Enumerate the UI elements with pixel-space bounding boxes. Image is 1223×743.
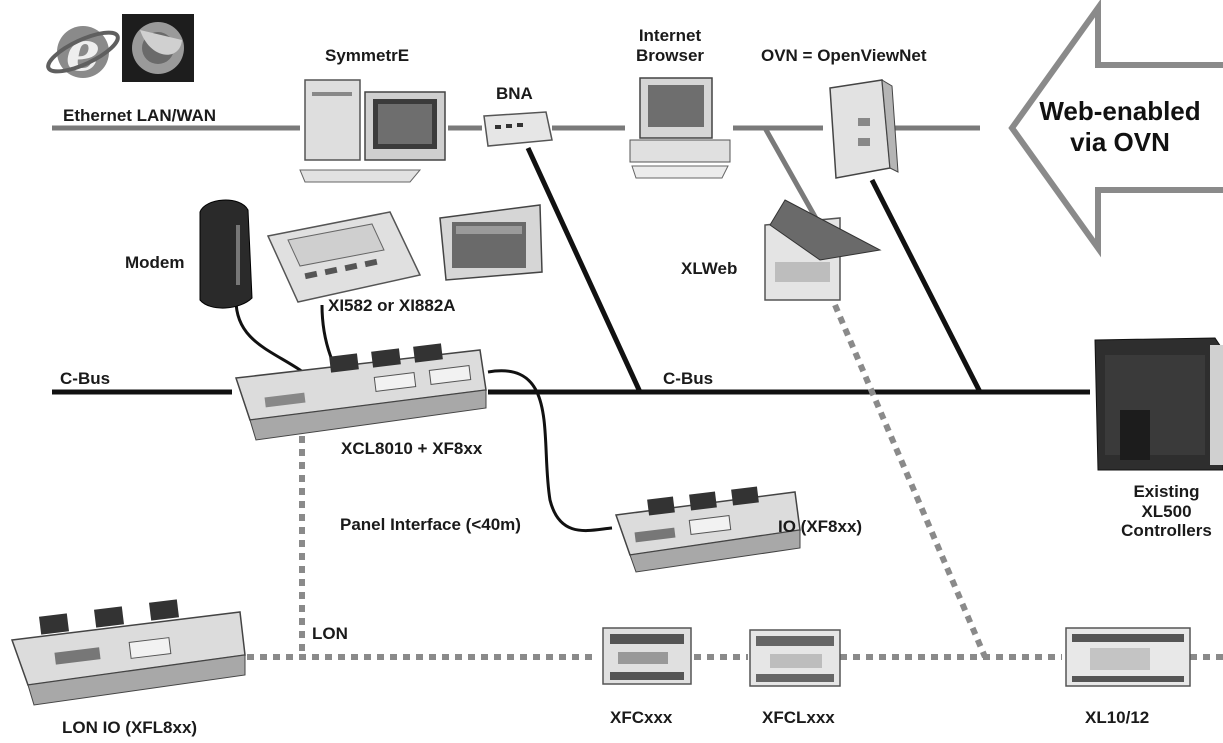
lon-io-module-icon	[10, 599, 246, 706]
existing-line-3: Controllers	[1121, 521, 1212, 541]
web-enabled-line-1: Web-enabled	[1039, 96, 1201, 126]
xfclxxx-label: XFCLxxx	[762, 708, 835, 727]
c-bus-left-label: C-Bus	[60, 369, 111, 388]
io-xf8xx-module-icon	[614, 486, 801, 573]
bna-device-icon	[483, 111, 553, 147]
existing-line-1: Existing	[1133, 482, 1200, 501]
c-bus-center-label: C-Bus	[663, 369, 714, 388]
ethernet-lan-wan-label: Ethernet LAN/WAN	[63, 106, 216, 125]
internet-browser-label: Internet Browser	[620, 26, 720, 65]
lon-label: LON	[312, 624, 348, 643]
browser-pc-icon	[629, 77, 731, 179]
panel-interface-label: Panel Interface (<40m)	[340, 515, 521, 534]
modem-icon	[199, 199, 253, 309]
web-enabled-arrow-icon	[1008, 0, 1223, 258]
c-bus	[52, 146, 1090, 395]
modem-label: Modem	[125, 253, 185, 272]
xcl8010-label: XCL8010 + XF8xx	[341, 439, 483, 458]
symmetre-workstation-icon	[299, 79, 446, 183]
web-enabled-label: Web-enabled via OVN	[1015, 96, 1223, 158]
ovn-device-icon	[829, 79, 899, 179]
xfcxxx-label: XFCxxx	[610, 708, 673, 727]
ovn-xlweb-link	[762, 126, 821, 224]
internet-browser-line-1: Internet	[638, 26, 702, 45]
xlweb-label: XLWeb	[681, 259, 738, 278]
xfcxxx-module-icon	[602, 627, 692, 685]
xcl8010-controller-icon	[234, 343, 487, 441]
firefox-logo-icon	[122, 14, 194, 82]
io-xf8xx-label: IO (XF8xx)	[778, 517, 863, 536]
existing-xl500-label: Existing XL500 Controllers	[1110, 482, 1223, 541]
internet-explorer-logo-icon: e	[46, 19, 120, 83]
lon-io-label: LON IO (XFL8xx)	[62, 718, 198, 737]
xl500-controller-icon	[1094, 337, 1223, 471]
existing-line-2: XL500	[1141, 501, 1192, 521]
xl1012-module-icon	[1065, 627, 1191, 687]
xi882a-panel-icon	[439, 204, 543, 281]
web-enabled-line-2: via OVN	[1070, 127, 1170, 158]
xfclxxx-module-icon	[749, 629, 841, 687]
internet-browser-line-2: Browser	[635, 45, 705, 65]
lon-bus	[247, 303, 1223, 660]
symmetre-label: SymmetrE	[325, 46, 410, 65]
xi582-panel-icon	[266, 211, 422, 303]
svg-text:e: e	[66, 19, 100, 83]
bna-label: BNA	[496, 84, 533, 103]
xlweb-device-icon	[764, 199, 882, 301]
xl1012-label: XL10/12	[1085, 708, 1150, 727]
ovn-label: OVN = OpenViewNet	[761, 46, 927, 65]
xi582-xi882a-label: XI582 or XI882A	[328, 296, 456, 315]
